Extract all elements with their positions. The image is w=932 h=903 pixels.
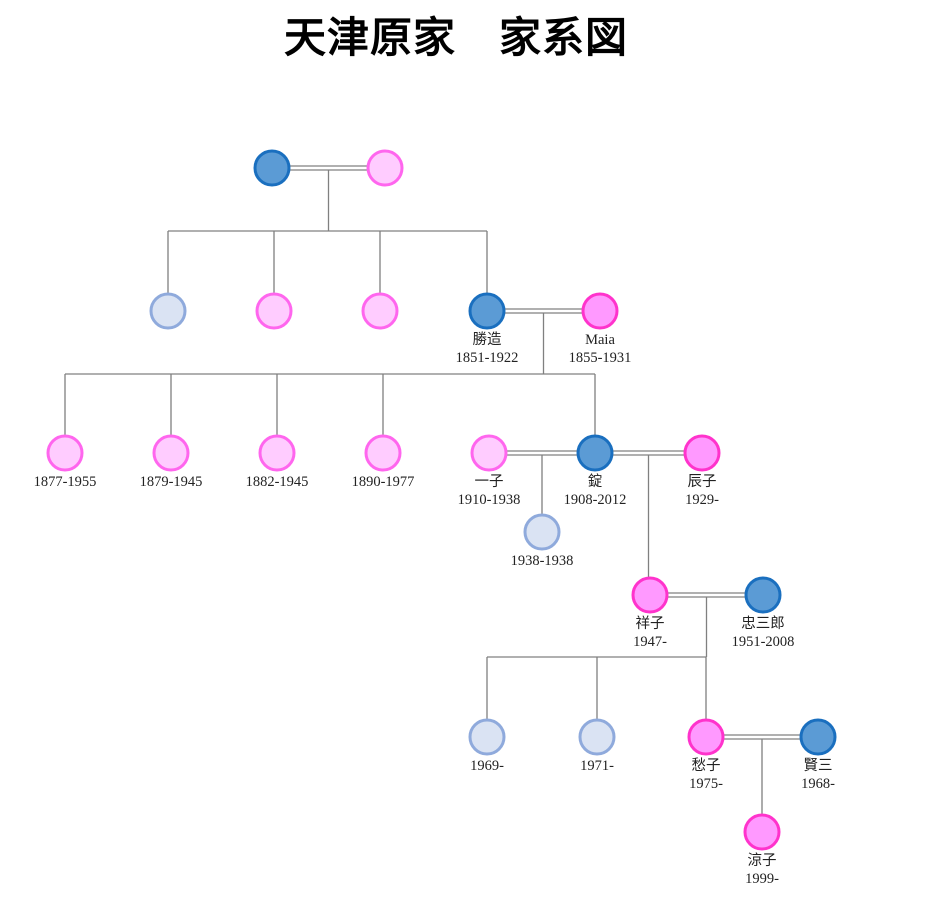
male-person-circle[interactable] — [468, 292, 506, 330]
person-years: 1971- — [580, 758, 614, 774]
female_light-person-circle[interactable] — [46, 434, 84, 472]
person-node-g3a[interactable]: 1938-1938 — [511, 513, 574, 569]
person-node-tatsuko[interactable]: 辰子 1929- — [683, 434, 721, 508]
female_light-person-circle[interactable] — [258, 434, 296, 472]
female_light-person-circle[interactable] — [470, 434, 508, 472]
person-node-g2d[interactable]: 1890-1977 — [352, 434, 415, 490]
person-node-g1b[interactable] — [255, 292, 293, 330]
person-node-maia[interactable]: Maia 1855-1931 — [569, 292, 632, 366]
unknown-person-circle[interactable] — [523, 513, 561, 551]
person-years: 1910-1938 — [458, 492, 521, 508]
unknown-person-circle[interactable] — [578, 718, 616, 756]
person-node-kenzo[interactable]: 賢三 1968- — [799, 718, 837, 792]
female-person-circle[interactable] — [683, 434, 721, 472]
person-node-shuko[interactable]: 愁子 1975- — [687, 718, 725, 792]
male-person-circle[interactable] — [253, 149, 291, 187]
person-years: 1999- — [745, 871, 779, 887]
person-node-g0f[interactable] — [366, 149, 404, 187]
male-person-circle[interactable] — [799, 718, 837, 756]
person-node-g1c[interactable] — [361, 292, 399, 330]
person-node-jo[interactable]: 錠 1908-2012 — [564, 434, 627, 508]
unknown-person-circle[interactable] — [468, 718, 506, 756]
person-node-g2b[interactable]: 1879-1945 — [140, 434, 203, 490]
person-name: 祥子 — [636, 615, 665, 632]
person-years: 1969- — [470, 758, 504, 774]
person-years: 1882-1945 — [246, 474, 309, 490]
person-node-g4b[interactable]: 1971- — [578, 718, 616, 774]
person-node-katsuzo[interactable]: 勝造 1851-1922 — [456, 292, 519, 366]
person-node-g0m[interactable] — [253, 149, 291, 187]
female-person-circle[interactable] — [743, 813, 781, 851]
female_light-person-circle[interactable] — [152, 434, 190, 472]
person-name: 錠 — [588, 473, 603, 490]
person-years: 1908-2012 — [564, 492, 627, 508]
person-node-g2c[interactable]: 1882-1945 — [246, 434, 309, 490]
person-years: 1975- — [689, 776, 723, 792]
page-title: 天津原家 家系図 — [283, 13, 628, 62]
female_light-person-circle[interactable] — [361, 292, 399, 330]
person-node-kazuko[interactable]: 一子 1910-1938 — [458, 434, 521, 508]
person-name: 勝造 — [473, 331, 502, 348]
female_light-person-circle[interactable] — [366, 149, 404, 187]
person-name: 忠三郎 — [741, 615, 785, 632]
person-name: Maia — [585, 332, 615, 348]
female-person-circle[interactable] — [631, 576, 669, 614]
person-years: 1938-1938 — [511, 553, 574, 569]
unknown-person-circle[interactable] — [149, 292, 187, 330]
person-years: 1951-2008 — [732, 634, 795, 650]
person-years: 1929- — [685, 492, 719, 508]
person-years: 1855-1931 — [569, 350, 632, 366]
person-name: 賢三 — [804, 757, 833, 774]
person-name: 愁子 — [692, 757, 721, 774]
person-node-g4a[interactable]: 1969- — [468, 718, 506, 774]
female_light-person-circle[interactable] — [364, 434, 402, 472]
female-person-circle[interactable] — [687, 718, 725, 756]
male-person-circle[interactable] — [576, 434, 614, 472]
person-years: 1851-1922 — [456, 350, 519, 366]
person-years: 1947- — [633, 634, 667, 650]
person-node-ryoko[interactable]: 涼子 1999- — [743, 813, 781, 887]
male-person-circle[interactable] — [744, 576, 782, 614]
person-node-chuzaburo[interactable]: 忠三郎 1951-2008 — [732, 576, 795, 650]
female-person-circle[interactable] — [581, 292, 619, 330]
person-name: 辰子 — [688, 473, 717, 490]
person-years: 1968- — [801, 776, 835, 792]
person-node-g2a[interactable]: 1877-1955 — [34, 434, 97, 490]
person-node-shoko[interactable]: 祥子 1947- — [631, 576, 669, 650]
person-name: 一子 — [475, 473, 504, 490]
person-node-g1a[interactable] — [149, 292, 187, 330]
person-name: 涼子 — [748, 852, 777, 869]
female_light-person-circle[interactable] — [255, 292, 293, 330]
person-years: 1879-1945 — [140, 474, 203, 490]
person-years: 1890-1977 — [352, 474, 415, 490]
person-years: 1877-1955 — [34, 474, 97, 490]
